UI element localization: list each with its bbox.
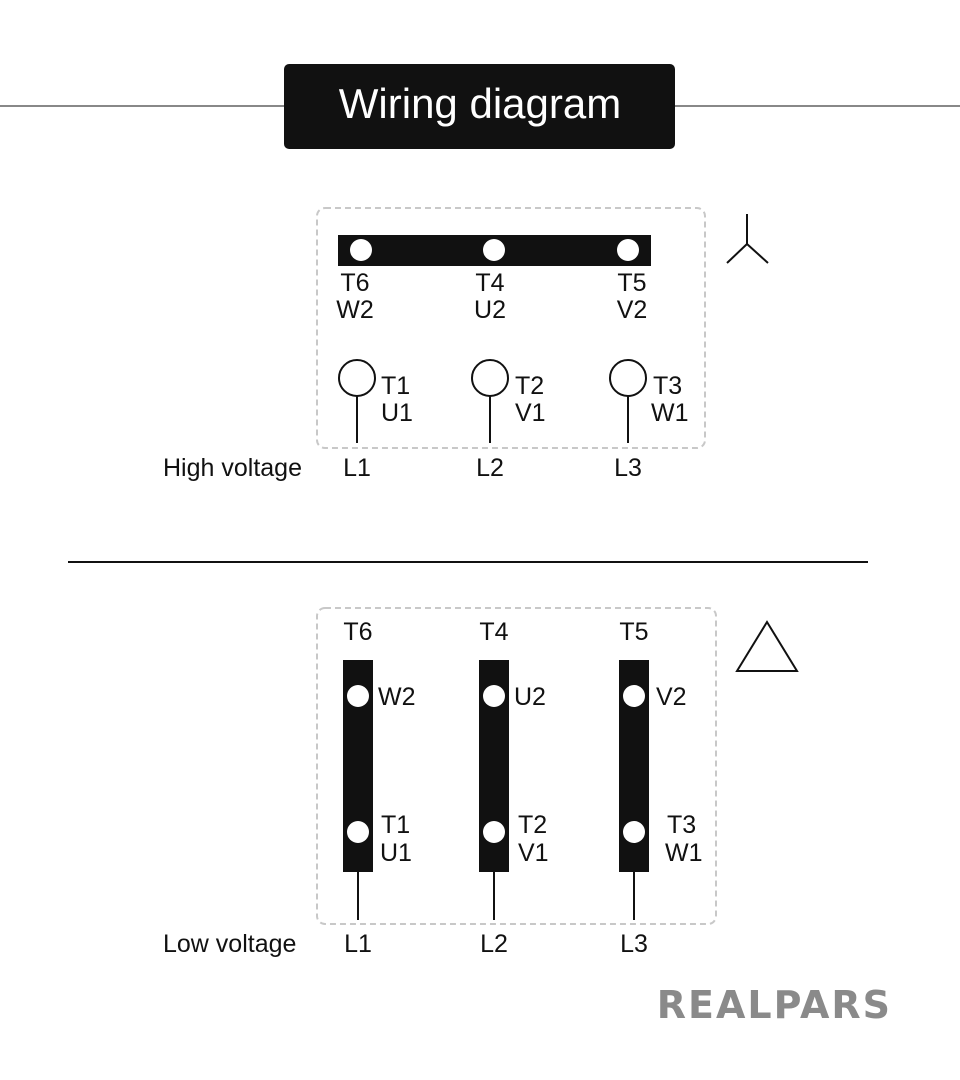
terminal-label: T1 — [381, 372, 410, 400]
terminal-hole — [350, 239, 372, 261]
line-label: L3 — [614, 454, 642, 482]
terminal-ring — [609, 359, 647, 397]
terminal-hole — [617, 239, 639, 261]
terminal-hole — [483, 239, 505, 261]
section-label: High voltage — [163, 454, 302, 482]
line-label: L1 — [343, 454, 371, 482]
terminal-ring — [471, 359, 509, 397]
terminal-label: T6 — [343, 618, 372, 646]
terminal-label: W1 — [651, 399, 689, 427]
terminal-label: T1 — [381, 811, 410, 839]
terminal-label: T5 — [617, 269, 646, 297]
terminal-label: U2 — [514, 683, 546, 711]
terminal-label: V1 — [518, 839, 549, 867]
terminal-label: T5 — [619, 618, 648, 646]
terminal-hole — [483, 685, 505, 707]
terminal-label: V1 — [515, 399, 546, 427]
terminal-label: W1 — [665, 839, 703, 867]
wye-symbol-icon — [726, 214, 769, 264]
low-voltage-section: T6 T4 T5 W2 U2 V2 T1 U1 T2 V1 T3 W1 — [163, 607, 799, 958]
line-label: L1 — [344, 930, 372, 958]
line-label: L2 — [480, 930, 508, 958]
terminal-label: T6 — [340, 269, 369, 297]
low-voltage-terminal-box — [316, 607, 717, 925]
terminal-label: V2 — [617, 296, 648, 324]
terminal-label: U1 — [380, 839, 412, 867]
high-voltage-terminal-box — [316, 207, 706, 449]
page-title: Wiring diagram — [339, 80, 621, 127]
terminal-hole — [347, 685, 369, 707]
delta-symbol-icon — [735, 620, 799, 672]
terminal-label: V2 — [656, 683, 687, 711]
terminal-hole — [623, 685, 645, 707]
terminal-label: W2 — [378, 683, 416, 711]
terminal-label: U1 — [381, 399, 413, 427]
title-header: Wiring diagram — [0, 64, 960, 149]
terminal-hole — [347, 821, 369, 843]
line-label: L3 — [620, 930, 648, 958]
terminal-label: T2 — [515, 372, 544, 400]
terminal-hole — [623, 821, 645, 843]
terminal-hole — [483, 821, 505, 843]
terminal-label: U2 — [474, 296, 506, 324]
terminal-ring — [338, 359, 376, 397]
realpars-logo: REALPARS — [657, 983, 892, 1027]
terminal-label: T4 — [479, 618, 508, 646]
line-label: L2 — [476, 454, 504, 482]
terminal-label: T3 — [653, 372, 682, 400]
title-badge — [284, 64, 675, 149]
high-voltage-section: T6 W2 T4 U2 T5 V2 T1 U1 T2 V1 T3 W1 High… — [163, 207, 769, 482]
section-label: Low voltage — [163, 930, 296, 958]
terminal-label: T4 — [475, 269, 504, 297]
terminal-label: T3 — [667, 811, 696, 839]
terminal-label: T2 — [518, 811, 547, 839]
terminal-label: W2 — [336, 296, 374, 324]
